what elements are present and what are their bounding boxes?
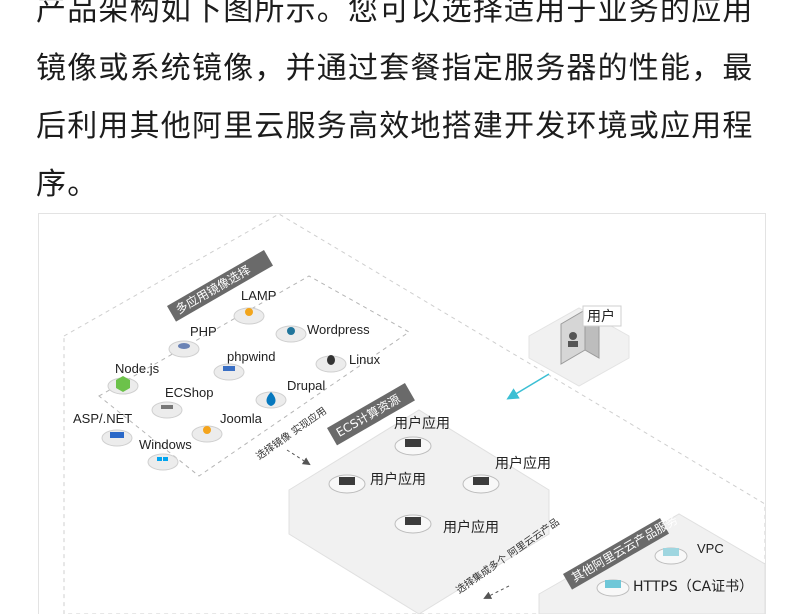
paragraph-line: 产品架构如下图所示。您可以选择适用于业务的应用 — [36, 0, 754, 28]
app-label-nodejs: Node.js — [115, 361, 160, 376]
user-app-4: 用户应用 — [394, 514, 499, 536]
app-label-joomla: Joomla — [220, 411, 263, 426]
app-label-drupal: Drupal — [287, 378, 325, 393]
vpc-icon — [663, 548, 679, 556]
app-label-ecshop: ECShop — [165, 385, 213, 400]
intro-paragraph: 产品架构如下图所示。您可以选择适用于业务的应用 镜像或系统镜像，并通过套餐指定服… — [36, 0, 786, 214]
app-lamp: LAMP — [233, 288, 276, 325]
service-vpc: VPC — [654, 541, 724, 565]
https-label: HTTPS（CA证书） — [633, 579, 753, 595]
user-app-label-2: 用户应用 — [370, 471, 426, 488]
user-icon — [569, 332, 577, 340]
user-app-3: 用户应用 — [462, 455, 551, 494]
app-grid-icon — [405, 517, 421, 525]
lamp-icon — [245, 308, 253, 316]
architecture-svg: 多应用镜像选择 LAMP PHP Wordpress phpwind Linux — [63, 214, 765, 614]
https-icon — [605, 580, 621, 588]
app-joomla: Joomla — [191, 411, 263, 443]
app-php: PHP — [168, 324, 217, 358]
app-grid-icon — [339, 477, 355, 485]
vpc-label: VPC — [697, 541, 724, 556]
user-label: 用户 — [587, 308, 615, 325]
paragraph-line: 镜像或系统镜像，并通过套餐指定服务器的性能，最 — [36, 51, 754, 86]
app-wordpress: Wordpress — [275, 322, 370, 343]
app-label-lamp: LAMP — [241, 288, 276, 303]
joomla-icon — [203, 426, 211, 434]
app-grid-icon — [473, 477, 489, 485]
user-app-label-1: 用户应用 — [394, 415, 450, 432]
php-icon — [178, 343, 190, 349]
app-label-aspnet: ASP/.NET — [73, 411, 132, 426]
architecture-diagram: 多应用镜像选择 LAMP PHP Wordpress phpwind Linux — [38, 213, 766, 614]
linux-icon — [327, 355, 335, 365]
app-grid-icon — [405, 439, 421, 447]
drupal-icon — [266, 392, 276, 406]
app-ecshop: ECShop — [151, 385, 213, 419]
app-aspnet: ASP/.NET — [73, 411, 133, 447]
app-windows: Windows — [139, 437, 192, 471]
app-label-phpwind: phpwind — [227, 349, 275, 364]
windows-icon — [157, 457, 162, 461]
phpwind-icon — [223, 366, 235, 371]
user-to-ecs-arrow — [506, 373, 550, 400]
integration-arrow — [483, 585, 510, 599]
user-tag: 用户 — [582, 305, 622, 327]
wordpress-icon — [287, 327, 295, 335]
nodejs-icon — [116, 376, 130, 392]
app-linux: Linux — [315, 352, 381, 373]
paragraph-line: 序。 — [36, 167, 99, 202]
user-app-label-3: 用户应用 — [495, 455, 551, 472]
paragraph-line: 后利用其他阿里云服务高效地搭建开发环境或应用程 — [36, 109, 754, 144]
select-arrow — [286, 449, 311, 466]
app-phpwind: phpwind — [213, 349, 275, 381]
user-app-2: 用户应用 — [328, 471, 426, 494]
ecshop-icon — [161, 405, 173, 409]
app-drupal: Drupal — [255, 378, 325, 409]
user-app-1: 用户应用 — [394, 415, 450, 456]
user-app-label-4: 用户应用 — [443, 519, 499, 536]
service-https: HTTPS（CA证书） — [596, 579, 753, 597]
app-label-wordpress: Wordpress — [307, 322, 370, 337]
app-label-windows: Windows — [139, 437, 192, 452]
app-label-php: PHP — [190, 324, 217, 339]
app-nodejs: Node.js — [107, 361, 160, 395]
app-label-linux: Linux — [349, 352, 381, 367]
ecs-zone — [288, 409, 550, 614]
aspnet-icon — [110, 432, 124, 438]
